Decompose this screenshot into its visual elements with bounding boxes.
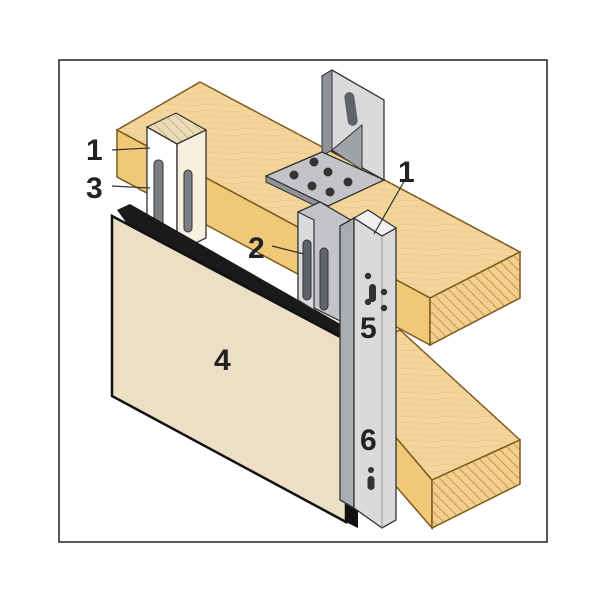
hanger-profile [339,209,398,529]
hanger-hole-pattern-upper [364,272,388,312]
left-stud-slot [153,159,164,229]
callout-5-upper-holes: 5 [360,312,377,345]
callout-6-lower-holes: 6 [360,424,377,457]
hanger-hole-pattern-lower [367,467,375,490]
callout-3-stud-slot: 3 [86,172,103,205]
channel-slot-b [319,247,329,311]
callout-1-left-stud: 1 [86,134,103,167]
callout-2-channel: 2 [248,232,265,265]
leader-lines [111,147,407,255]
callout-4-drywall-panel: 4 [214,344,231,377]
callout-1-hanger-profile: 1 [398,156,415,189]
channel-slot-a [302,239,312,301]
angle-bracket [264,69,386,213]
